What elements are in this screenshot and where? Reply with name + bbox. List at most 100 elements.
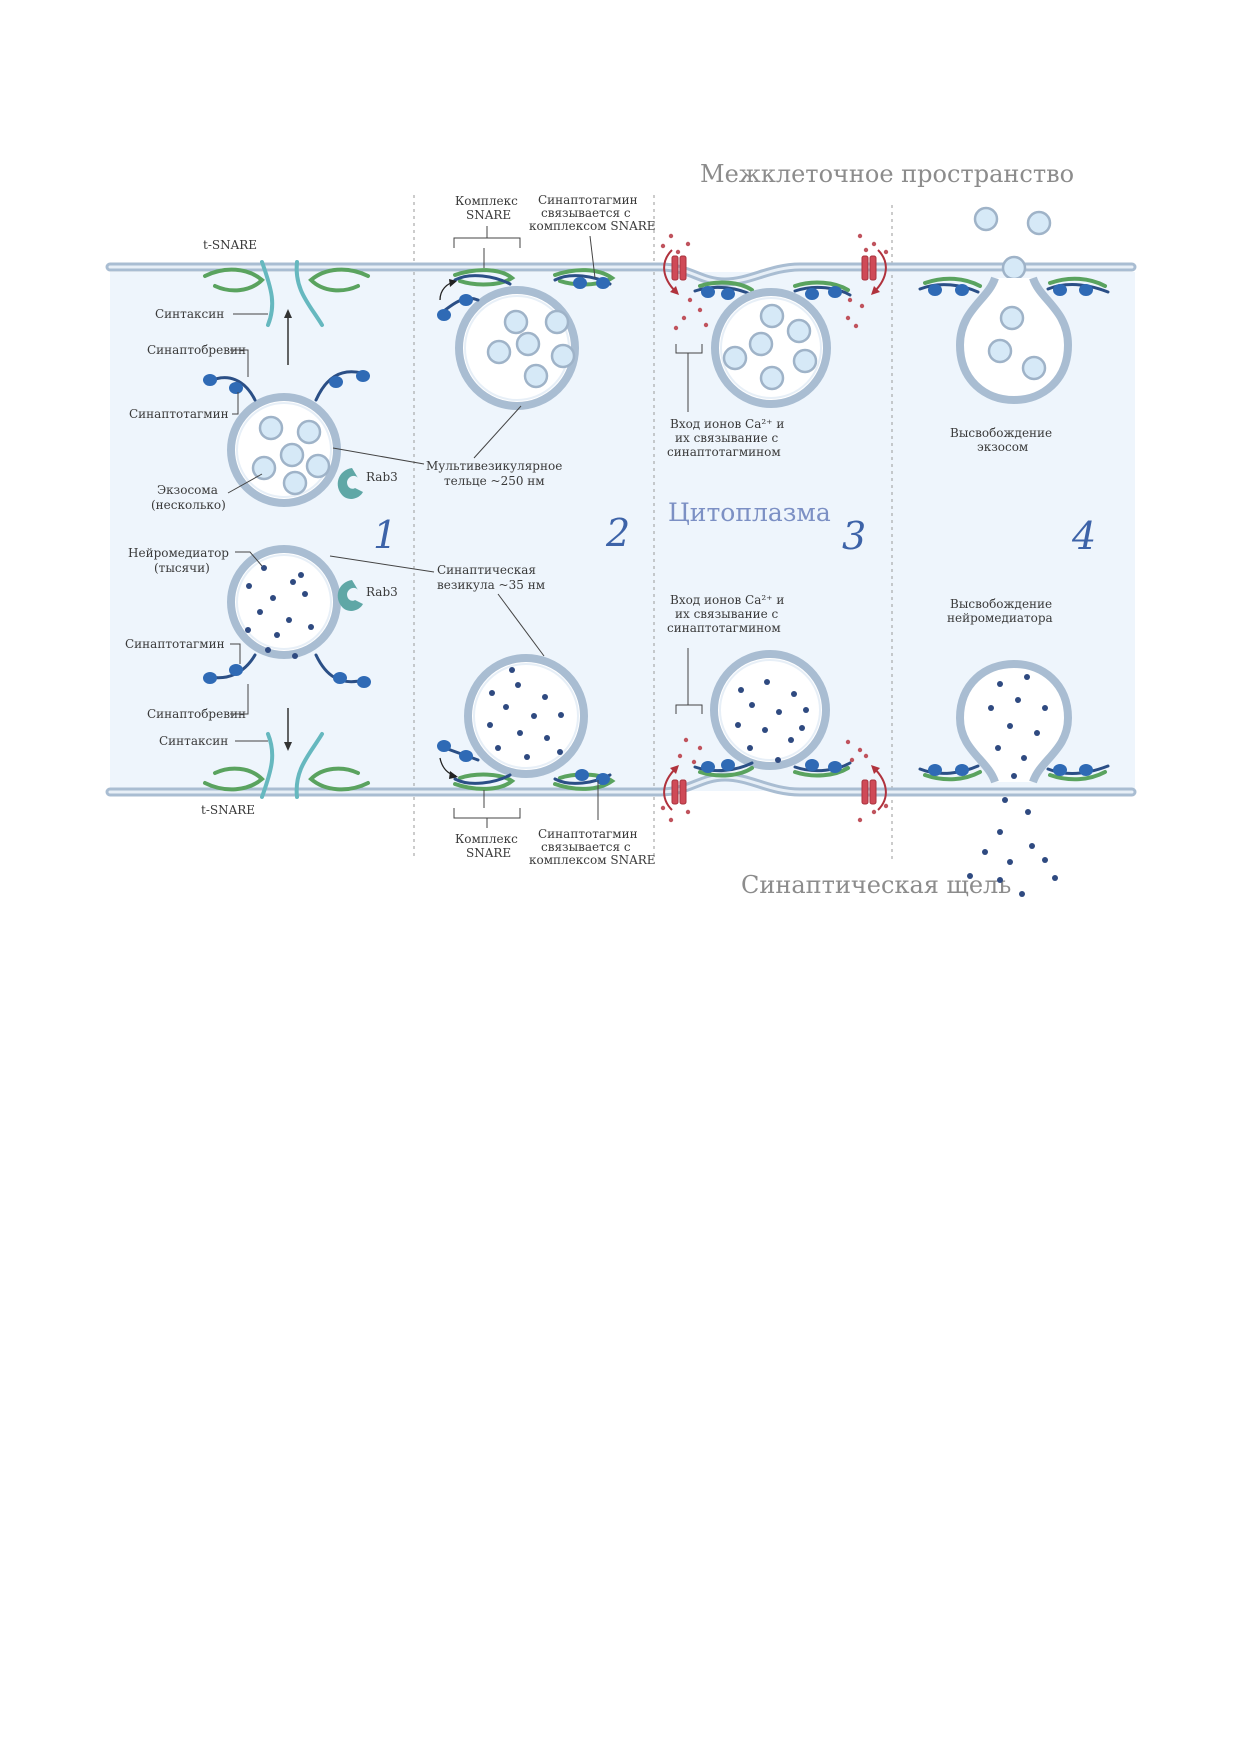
exosome <box>544 309 570 335</box>
calcium-ion <box>685 241 691 247</box>
neurotransmitter-dot <box>762 727 768 733</box>
calcium-ion <box>683 737 689 743</box>
neurotransmitter-dot <box>487 722 493 728</box>
panel-2: Комплекс SNARE Синаптотагмин связывается… <box>329 193 656 867</box>
exosome <box>503 309 529 335</box>
synaptic-vesicle-panel1 <box>227 545 341 659</box>
neurotransmitter-dot <box>982 849 988 855</box>
neurotransmitter-dot <box>1007 859 1013 865</box>
label-synaptotagmin-bottom: Синаптотагмин <box>125 637 225 651</box>
exosome <box>759 303 785 329</box>
exosome <box>759 365 785 391</box>
neurotransmitter-dot <box>270 595 276 601</box>
calcium-ion <box>845 739 851 745</box>
neurotransmitter-dot <box>1007 723 1013 729</box>
label-nt-release-2: нейромедиатора <box>947 611 1053 625</box>
label-snare-complex-bottom-1: Комплекс <box>455 832 518 846</box>
neurotransmitter-dot <box>290 579 296 585</box>
calcium-ion <box>845 315 851 321</box>
exosome <box>279 442 305 468</box>
neurotransmitter-dot <box>524 754 530 760</box>
label-ca-entry-top-1: Вход ионов Ca²⁺ и <box>670 417 784 431</box>
exosome <box>786 318 812 344</box>
calcium-ion <box>883 249 889 255</box>
neurotransmitter-dot <box>775 757 781 763</box>
exosome <box>1001 255 1027 281</box>
neurotransmitter-dot <box>557 749 563 755</box>
label-synaptotagmin-top: Синаптотагмин <box>129 407 229 421</box>
neurotransmitter-dot <box>1021 755 1027 761</box>
synaptic-vesicle-panel3 <box>710 650 830 770</box>
label-exosome-line1: Экзосома <box>157 483 218 497</box>
neurotransmitter-dot <box>1015 697 1021 703</box>
label-syntaxin-bottom: Синтаксин <box>159 734 228 748</box>
calcium-ion <box>687 297 693 303</box>
neurotransmitter-dot <box>531 713 537 719</box>
label-neurotransmitter-line2: (тысячи) <box>154 561 210 575</box>
calcium-ion <box>863 247 869 253</box>
neurotransmitter-dot <box>515 682 521 688</box>
ca-channel <box>671 779 679 805</box>
label-neurotransmitter-line1: Нейромедиатор <box>128 546 229 560</box>
label-exosome-line2: (несколько) <box>151 498 226 512</box>
neurotransmitter-dot <box>995 745 1001 751</box>
neurotransmitter-dot <box>1019 891 1025 897</box>
neurotransmitter-dot <box>1002 797 1008 803</box>
neurotransmitter-dot <box>265 647 271 653</box>
neurotransmitter-dot <box>738 687 744 693</box>
neurotransmitter-dot <box>1024 674 1030 680</box>
exosome <box>305 453 331 479</box>
exosome <box>251 455 277 481</box>
neurotransmitter-dot <box>489 690 495 696</box>
t-snare-top <box>203 260 370 327</box>
calcium-ion <box>697 307 703 313</box>
ca-channel <box>861 255 869 281</box>
calcium-ion <box>863 753 869 759</box>
calcium-ion <box>883 803 889 809</box>
exosome <box>258 415 284 441</box>
calcium-ion <box>857 747 863 753</box>
neurotransmitter-dot <box>735 722 741 728</box>
label-synaptobrevin-bottom: Синаптобревин <box>147 707 246 721</box>
label-snare-complex-top-2: SNARE <box>466 208 511 222</box>
panel-4: Высвобождение экзосом Высвобождение нейр… <box>918 206 1110 784</box>
calcium-ion <box>849 757 855 763</box>
neurotransmitter-dot <box>997 681 1003 687</box>
neurotransmitter-dot <box>747 745 753 751</box>
neurotransmitter-dot <box>558 712 564 718</box>
panel-1: t-SNARE Синтаксин Синаптобревин Синаптот… <box>125 238 398 817</box>
stage-number-3: 3 <box>842 514 866 558</box>
extracellular-space-label: Межклеточное пространство <box>700 160 1074 188</box>
neurotransmitter-dot <box>495 745 501 751</box>
neurotransmitter-dot <box>274 632 280 638</box>
neurotransmitter-dot <box>1011 773 1017 779</box>
label-snare-complex-bottom-2: SNARE <box>466 846 511 860</box>
rab3-top-shape <box>337 468 363 499</box>
stage-number-4: 4 <box>1071 514 1096 558</box>
label-exosome-release-1: Высвобождение <box>950 426 1052 440</box>
neurotransmitter-dot <box>246 583 252 589</box>
calcium-ion <box>871 809 877 815</box>
neurotransmitter-dot <box>803 707 809 713</box>
calcium-ion <box>675 249 681 255</box>
calcium-ion <box>668 817 674 823</box>
calcium-ion <box>685 809 691 815</box>
label-ca-entry-top-3: синаптотагмином <box>667 445 781 459</box>
exosome <box>296 419 322 445</box>
label-syt-binds-top-3: комплексом SNARE <box>529 219 656 233</box>
label-exosome-release-2: экзосом <box>977 440 1028 454</box>
neurotransmitter-dot <box>1042 705 1048 711</box>
calcium-ions <box>660 233 889 823</box>
exosome <box>999 305 1025 331</box>
neurotransmitter-dot <box>257 609 263 615</box>
calcium-ion <box>857 817 863 823</box>
label-synaptic-vesicle-1: Синаптическая <box>437 563 536 577</box>
neurotransmitter-dot <box>791 691 797 697</box>
label-t-snare-top: t-SNARE <box>203 238 257 252</box>
synaptic-vesicle-panel2 <box>464 654 588 778</box>
neurotransmitter-dot <box>1025 809 1031 815</box>
ca-channel <box>671 255 679 281</box>
t-snare-bottom <box>203 732 370 799</box>
label-nt-release-1: Высвобождение <box>950 597 1052 611</box>
neurotransmitter-dot <box>509 667 515 673</box>
